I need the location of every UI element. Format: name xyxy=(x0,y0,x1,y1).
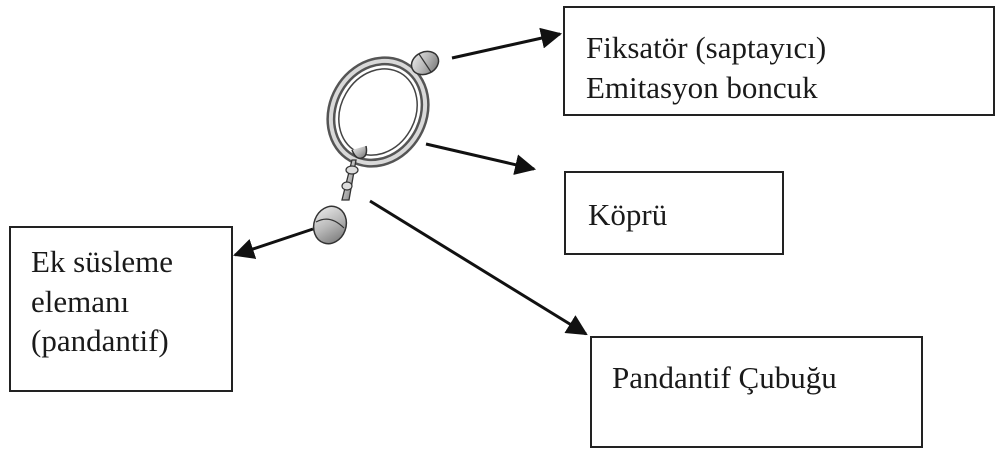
arrow-to-rod xyxy=(369,199,588,336)
label-fixator-line-2: Emitasyon boncuk xyxy=(586,69,818,105)
label-bridge: Köprü xyxy=(588,197,668,232)
label-box-bridge: Köprü xyxy=(564,171,784,255)
arrow-to-bridge xyxy=(425,142,537,175)
label-rod: Pandantif Çubuğu xyxy=(612,360,837,395)
label-pendant-line-2: elemanı xyxy=(31,283,130,319)
ornament-pendant-icon xyxy=(312,50,440,245)
arrow-to-fixator xyxy=(451,27,563,60)
label-fixator-line-1: Fiksatör (saptayıcı) xyxy=(586,30,827,65)
label-box-rod: Pandantif Çubuğu xyxy=(590,336,923,448)
label-pendant-line-1: Ek süsleme xyxy=(31,244,174,279)
label-box-fixator: Fiksatör (saptayıcı) Emitasyon boncuk xyxy=(563,6,995,116)
label-box-pendant: Ek süsleme elemanı (pandantif) xyxy=(9,226,233,392)
arrow-to-pendant xyxy=(233,227,314,259)
label-pendant-line-3: (pandantif) xyxy=(31,323,169,359)
